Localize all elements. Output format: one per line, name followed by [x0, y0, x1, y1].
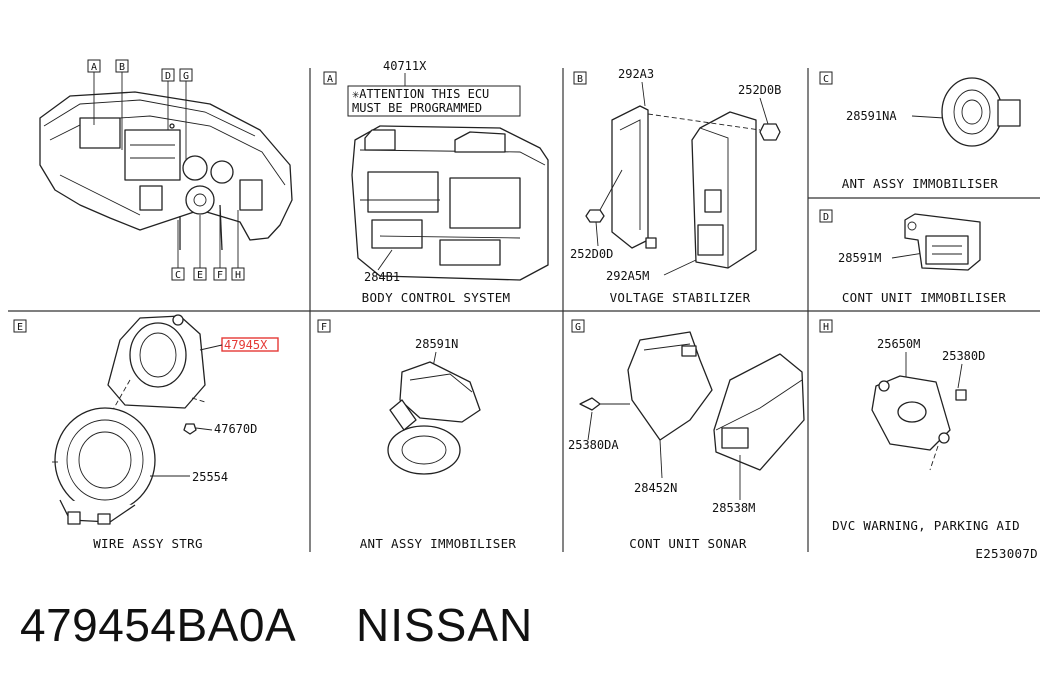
highlight-47945x[interactable]	[221, 337, 279, 352]
overview-callout-d[interactable]: D	[161, 68, 175, 82]
sensor-housing-illustration	[107, 314, 206, 409]
diagram-code: E253007D	[975, 546, 1038, 561]
panel-f: F 28591N ANT ASSY IMMOBILISER	[317, 319, 517, 551]
voltage-stabilizer-illustration	[585, 105, 781, 269]
ecu-attention-line1: ✳ATTENTION THIS ECU	[352, 87, 489, 101]
svg-text:E: E	[17, 322, 23, 333]
panel-d: D 28591M CONT UNIT IMMOBILISER	[819, 209, 1007, 305]
overview-callout-b[interactable]: B	[115, 59, 129, 73]
svg-text:G: G	[575, 322, 581, 333]
buzzer-illustration	[871, 375, 967, 451]
caption-ant-assy-immobiliser-f: ANT ASSY IMMOBILISER	[360, 536, 517, 551]
ant-assy-f-illustration	[387, 361, 481, 475]
overview-callout-e[interactable]: E	[193, 267, 207, 281]
caption-cont-unit-sonar: CONT UNIT SONAR	[629, 536, 747, 551]
part-28452n[interactable]: 28452N	[634, 481, 677, 495]
ecu-attention-line2: MUST BE PROGRAMMED	[352, 101, 482, 115]
cont-unit-immobiliser-illustration	[904, 213, 981, 271]
footer-brand: NISSAN	[356, 599, 534, 651]
panel-a-tag: A	[323, 71, 337, 85]
ecu-attention-box	[347, 85, 521, 117]
svg-text:G: G	[183, 71, 189, 82]
svg-text:A: A	[91, 62, 97, 73]
panel-h: H 25650M 25380D DVC WARNING, PARKING AID	[819, 319, 1020, 533]
part-47945x[interactable]: 47945X	[224, 338, 268, 352]
part-252d0b[interactable]: 252D0B	[738, 83, 781, 97]
caption-ant-assy-immobiliser-c: ANT ASSY IMMOBILISER	[842, 176, 999, 191]
overview-leaders	[93, 72, 239, 268]
caption-wire-assy-strg: WIRE ASSY STRG	[93, 536, 203, 551]
svg-text:B: B	[119, 62, 125, 73]
part-25554[interactable]: 25554	[192, 470, 228, 484]
panel-h-tag: H	[819, 319, 833, 333]
panel-d-tag: D	[819, 209, 833, 223]
overview-callout-c[interactable]: C	[171, 267, 185, 281]
panel-e-tag: E	[13, 319, 27, 333]
panel-g: G 25380DA 28452N 28538M CONT UNIT SONAR	[568, 319, 805, 551]
caption-cont-unit-immobiliser: CONT UNIT IMMOBILISER	[842, 290, 1007, 305]
part-292a3[interactable]: 292A3	[618, 67, 654, 81]
svg-text:H: H	[823, 322, 829, 333]
part-25650m[interactable]: 25650M	[877, 337, 920, 351]
part-47670d[interactable]: 47670D	[214, 422, 257, 436]
overview-callout-f[interactable]: F	[213, 267, 227, 281]
overview-callout-h[interactable]: H	[231, 267, 245, 281]
footer-part-number: 479454BA0A	[20, 599, 297, 651]
part-28591n[interactable]: 28591N	[415, 337, 458, 351]
part-284b1[interactable]: 284B1	[364, 270, 400, 284]
svg-text:A: A	[327, 74, 333, 85]
part-28591m[interactable]: 28591M	[838, 251, 881, 265]
svg-text:D: D	[165, 71, 171, 82]
svg-text:H: H	[235, 270, 241, 281]
panel-b-tag: B	[573, 71, 587, 85]
part-292a5m[interactable]: 292A5M	[606, 269, 649, 283]
overview-callout-a[interactable]: A	[87, 59, 101, 73]
panel-c: C 28591NA ANT ASSY IMMOBILISER	[819, 71, 1021, 191]
panel-a: A 40711X ✳ATTENTION THIS ECU MUST BE PRO…	[323, 59, 549, 305]
panel-g-tag: G	[571, 319, 585, 333]
screw-icon	[183, 423, 197, 435]
panel-f-tag: F	[317, 319, 331, 333]
sonar-bracket-illustration	[579, 331, 805, 471]
svg-text:E: E	[197, 270, 203, 281]
caption-body-control-system: BODY CONTROL SYSTEM	[362, 290, 511, 305]
caption-dvc-warning-parking-aid: DVC WARNING, PARKING AID	[832, 518, 1020, 533]
bcm-illustration	[351, 125, 549, 281]
svg-text:F: F	[217, 270, 223, 281]
svg-text:B: B	[577, 74, 583, 85]
clock-spring-illustration	[52, 407, 156, 525]
ant-ring-illustration	[941, 77, 1021, 147]
panel-overview: A B D G C E F H	[39, 59, 293, 281]
panel-grid	[8, 68, 1040, 552]
panel-b: B 292A3 252D0B 252D0D 292A5M VOLTAGE STA…	[570, 67, 781, 305]
svg-text:D: D	[823, 212, 829, 223]
panel-c-tag: C	[819, 71, 833, 85]
part-25380da[interactable]: 25380DA	[568, 438, 619, 452]
dashboard-illustration	[39, 91, 293, 251]
part-25380d[interactable]: 25380D	[942, 349, 985, 363]
part-28591na[interactable]: 28591NA	[846, 109, 897, 123]
part-252d0d[interactable]: 252D0D	[570, 247, 613, 261]
caption-voltage-stabilizer: VOLTAGE STABILIZER	[610, 290, 751, 305]
svg-text:F: F	[321, 322, 327, 333]
part-40711x[interactable]: 40711X	[383, 59, 427, 73]
part-28538m[interactable]: 28538M	[712, 501, 755, 515]
panel-e: E 47945X 47670D 25554 WIRE ASSY STRG	[13, 314, 279, 551]
svg-text:C: C	[823, 74, 829, 85]
overview-callout-g[interactable]: G	[179, 68, 193, 82]
svg-text:C: C	[175, 270, 181, 281]
